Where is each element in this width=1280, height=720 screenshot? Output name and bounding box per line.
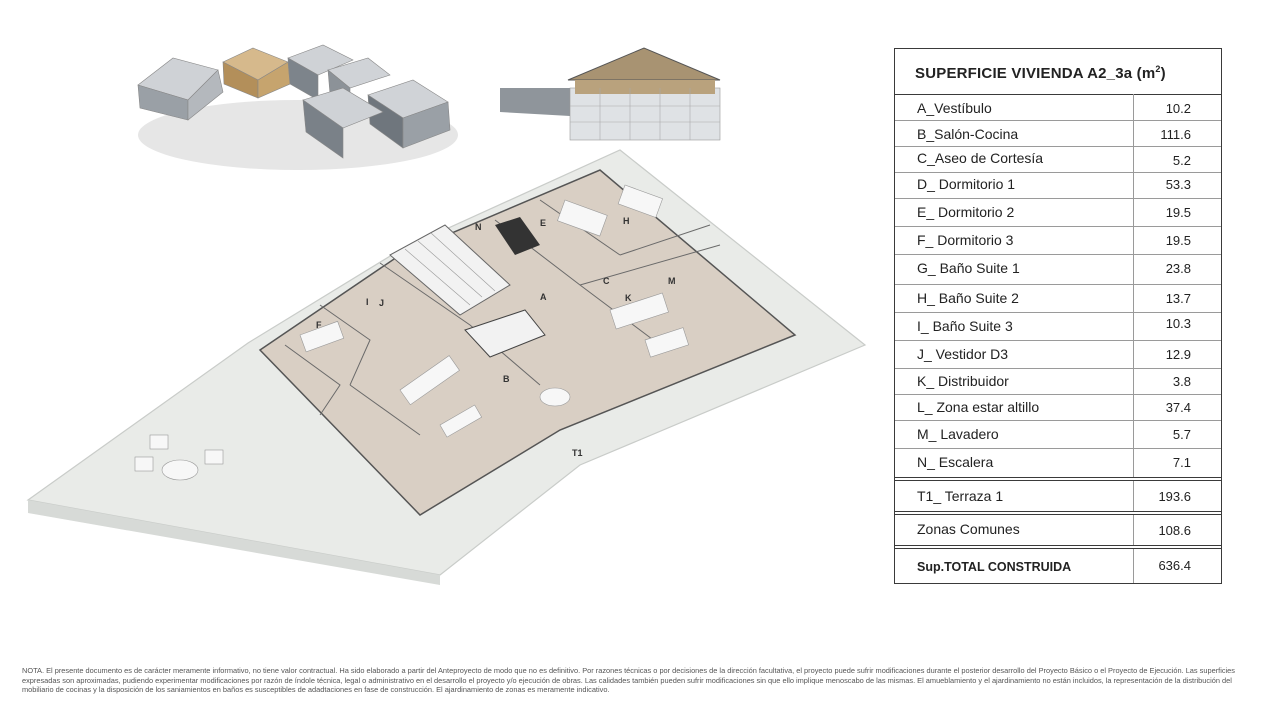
plan-label-n: N [475, 222, 482, 232]
building-complex-thumbnail [137, 44, 458, 170]
plan-label-i: I [366, 297, 369, 307]
plan-label-m: M [668, 276, 676, 286]
floor-plan-illustration [26, 149, 867, 585]
staircase [389, 224, 511, 316]
disclaimer-note: NOTA. El presente documento es de caráct… [22, 666, 1235, 695]
plan-label-t1: T1 [572, 448, 583, 458]
plan-label-e: E [540, 218, 547, 228]
plan-label-j: J [379, 298, 385, 308]
plan-label-h: H [623, 216, 630, 226]
plan-label-k: K [625, 293, 632, 303]
table-title: SUPERFICIE VIVIENDA A2_3a (m2) [915, 64, 1166, 82]
building-section-thumbnail [500, 47, 721, 141]
plan-label-f: F [316, 320, 322, 330]
plan-label-a: A [540, 292, 547, 302]
plan-label-b: B [503, 374, 510, 384]
plan-label-c: C [603, 276, 610, 286]
surface-area-table: SUPERFICIE VIVIENDA A2_3a (m2) A_Vestíbu… [894, 48, 1222, 584]
